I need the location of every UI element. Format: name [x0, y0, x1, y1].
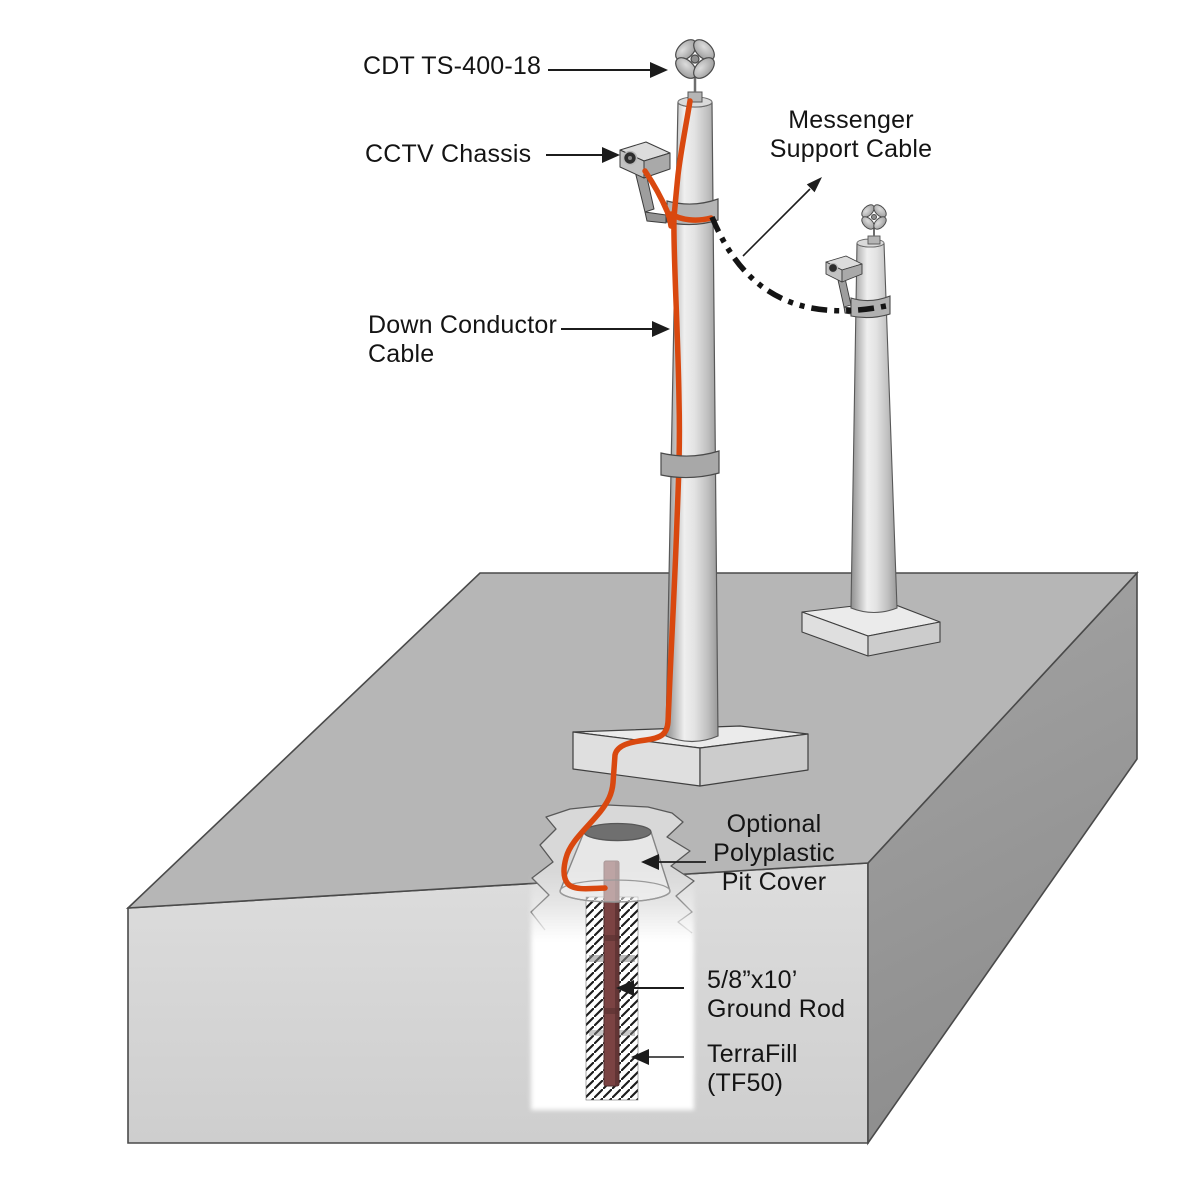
- plinth-front-right-face: [699, 733, 809, 787]
- pit-cover: [559, 822, 671, 903]
- pit-cover-top: [583, 822, 652, 842]
- label-terrafill: TerraFill (TF50): [707, 1040, 798, 1097]
- camera-arm-foot: [644, 211, 667, 224]
- pit-cover-bottom-rim: [559, 879, 671, 903]
- label-pit-cover: Optional Polyplastic Pit Cover: [713, 810, 835, 896]
- arrow-pit-cover: [641, 854, 706, 870]
- arrow-cctv-chassis: [546, 147, 620, 163]
- down-conductor-camera-branch: [642, 168, 674, 229]
- arrow-down-conductor: [561, 321, 670, 337]
- cctv-camera-main: [619, 141, 671, 224]
- camera-side-face: [841, 263, 863, 283]
- air-terminal-second: [861, 204, 887, 245]
- down-conductor-messenger-branch: [668, 211, 714, 223]
- label-air-terminal: CDT TS-400-18: [363, 52, 542, 80]
- foundation-plinth-second: [801, 601, 941, 657]
- second-pole-assembly: [801, 204, 941, 657]
- terminal-star: [861, 204, 887, 230]
- label-messenger-cable: Messenger Support Cable: [769, 106, 933, 163]
- camera-lens: [827, 262, 839, 274]
- label-cctv-chassis: CCTV Chassis: [365, 140, 532, 168]
- leader-arrows: [546, 62, 822, 1065]
- messenger-support-cable: [709, 215, 887, 314]
- down-conductor-cable: [561, 98, 714, 892]
- cctv-camera-second: [825, 255, 863, 316]
- arrow-air-terminal: [548, 62, 668, 78]
- terminal-star: [675, 39, 715, 79]
- air-terminal-main: [675, 39, 715, 103]
- arrow-messenger-cable: [742, 177, 822, 257]
- pole-collar-mid: [660, 450, 720, 479]
- camera-arm: [837, 277, 852, 308]
- arrow-terrafill: [631, 1049, 684, 1065]
- label-ground-rod: 5/8”x10’ Ground Rod: [707, 966, 846, 1023]
- arrow-ground-rod: [616, 980, 684, 996]
- terminal-mount: [867, 235, 881, 245]
- label-down-conductor: Down Conductor Cable: [368, 311, 558, 368]
